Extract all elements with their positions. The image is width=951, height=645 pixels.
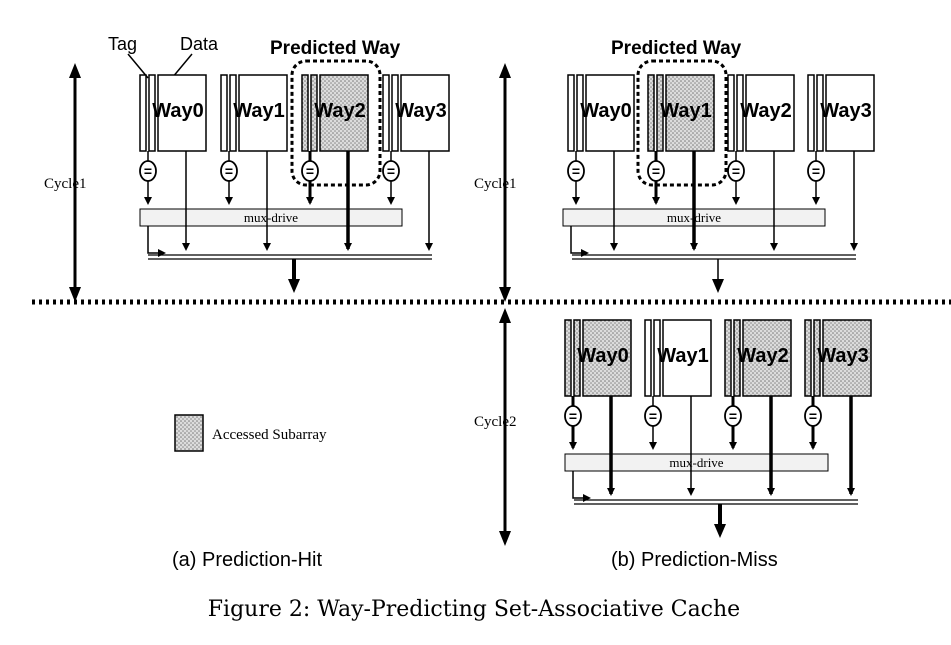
- legend-label: Accessed Subarray: [212, 427, 327, 443]
- tag-subarray: [220, 74, 228, 152]
- mux-drive-label: mux-drive: [244, 210, 298, 225]
- equals-symbol: =: [809, 408, 817, 424]
- tag-subarray: [807, 74, 815, 152]
- predicted-way-box: [636, 59, 728, 187]
- tag-subarray-right: [733, 319, 741, 397]
- tag-subarray-right: [573, 319, 581, 397]
- figure-caption: Figure 2: Way-Predicting Set-Associative…: [208, 597, 740, 622]
- equals-symbol: =: [652, 163, 660, 179]
- way-label: Way0: [152, 100, 204, 122]
- subcaption-b: (b) Prediction-Miss: [611, 549, 778, 571]
- data-subarray: [585, 74, 635, 152]
- equals-symbol: =: [732, 163, 740, 179]
- tag-subarray-right: [813, 319, 821, 397]
- tag-subarray-right: [391, 74, 399, 152]
- equals-symbol: =: [306, 163, 314, 179]
- output-arrowhead: [288, 279, 300, 293]
- cycle1-label-a: Cycle1: [44, 176, 87, 192]
- legend-swatch: [174, 414, 204, 452]
- equals-symbol: =: [812, 163, 820, 179]
- data-subarray: [822, 319, 872, 397]
- way-label: Way2: [737, 345, 789, 367]
- data-subarray: [745, 74, 795, 152]
- data-label: Data: [180, 34, 219, 54]
- mux-select-arrow: [572, 471, 591, 502]
- predicted-way-box: [290, 59, 382, 187]
- way-label: Way1: [660, 100, 712, 122]
- equals-symbol: =: [572, 163, 580, 179]
- tag-subarray-right: [816, 74, 824, 152]
- tag-subarray-right: [653, 319, 661, 397]
- equals-symbol: =: [225, 163, 233, 179]
- tag-subarray-right: [310, 74, 318, 152]
- data-subarray: [400, 74, 450, 152]
- data-subarray: [157, 74, 207, 152]
- data-pointer: [171, 53, 193, 79]
- tag-subarray-right: [576, 74, 584, 152]
- data-subarray: [742, 319, 792, 397]
- tag-subarray: [139, 74, 147, 152]
- cycle2-span-b: [499, 308, 511, 546]
- output-arrowhead: [712, 279, 724, 293]
- cycle1-span-a: [69, 63, 81, 302]
- way-label: Way3: [817, 345, 869, 367]
- mux-drive-label: mux-drive: [669, 455, 723, 470]
- way-label: Way3: [395, 100, 447, 122]
- way-label: Way2: [740, 100, 792, 122]
- output-arrowhead: [714, 524, 726, 538]
- tag-subarray: [724, 319, 732, 397]
- mux-drive-bar: [139, 208, 403, 227]
- mux-select-arrow: [570, 226, 589, 257]
- tag-label: Tag: [108, 34, 137, 54]
- equals-symbol: =: [387, 163, 395, 179]
- tag-subarray-right: [229, 74, 237, 152]
- data-subarray: [665, 74, 715, 152]
- tag-subarray-right: [736, 74, 744, 152]
- predicted-way-label-b: Predicted Way: [611, 38, 742, 59]
- tag-subarray: [301, 74, 309, 152]
- equals-symbol: =: [569, 408, 577, 424]
- way-label: Way1: [657, 345, 709, 367]
- cycle1-label-b: Cycle1: [474, 176, 517, 192]
- data-subarray: [825, 74, 875, 152]
- predicted-way-label-a: Predicted Way: [270, 38, 401, 59]
- tag-subarray-right: [148, 74, 156, 152]
- panel-prediction-hit: mux-drive Way0 = Way1 = Way2 = Way3 =: [139, 59, 450, 293]
- tag-subarray: [804, 319, 812, 397]
- data-subarray: [319, 74, 369, 152]
- way-label: Way0: [580, 100, 632, 122]
- cycle2-label-b: Cycle2: [474, 414, 517, 430]
- equals-symbol: =: [649, 408, 657, 424]
- mux-drive-bar: [564, 453, 829, 472]
- data-subarray: [662, 319, 712, 397]
- way-label: Way0: [577, 345, 629, 367]
- cycle1-span-b: [499, 63, 511, 302]
- tag-subarray: [647, 74, 655, 152]
- tag-pointer: [127, 53, 149, 79]
- tag-subarray: [644, 319, 652, 397]
- way-label: Way1: [233, 100, 285, 122]
- tag-subarray: [382, 74, 390, 152]
- panel-prediction-miss-cycle2: mux-drive Way0 = Way1 = Way2 = Way3 =: [564, 319, 872, 538]
- mux-select-arrow: [147, 226, 166, 257]
- tag-subarray: [727, 74, 735, 152]
- equals-symbol: =: [144, 163, 152, 179]
- data-subarray: [582, 319, 632, 397]
- tag-subarray: [564, 319, 572, 397]
- tag-subarray-right: [656, 74, 664, 152]
- equals-symbol: =: [729, 408, 737, 424]
- data-subarray: [238, 74, 288, 152]
- subcaption-a: (a) Prediction-Hit: [172, 549, 322, 571]
- way-label: Way3: [820, 100, 872, 122]
- tag-subarray: [567, 74, 575, 152]
- way-label: Way2: [314, 100, 366, 122]
